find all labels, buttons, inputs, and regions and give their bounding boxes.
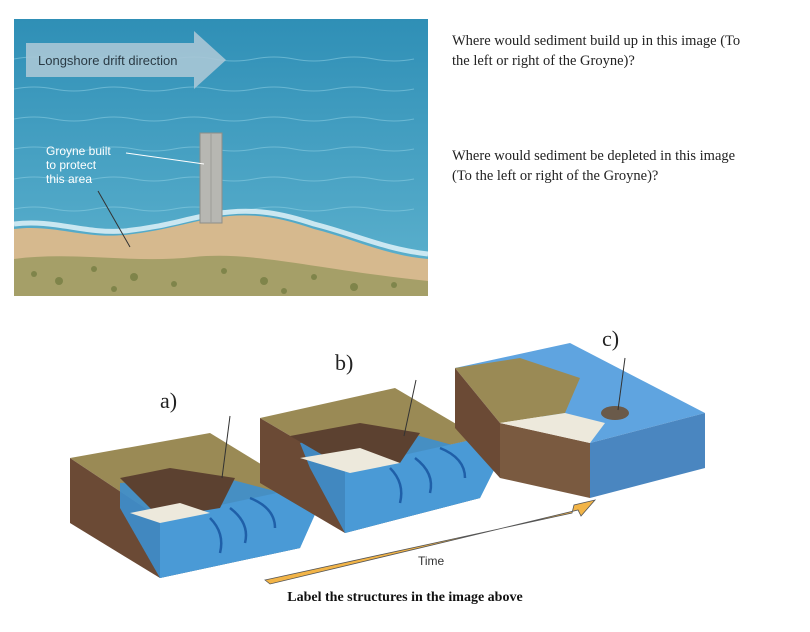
label-a: a) — [160, 388, 177, 413]
area-leader-line — [97, 190, 131, 248]
block-c — [455, 343, 705, 498]
question-1: Where would sediment build up in this im… — [452, 31, 782, 71]
stack-rock — [601, 406, 629, 420]
question-2-line: Where would sediment be depleted in this… — [452, 148, 736, 164]
label-c: c) — [602, 326, 619, 351]
pointer-a — [221, 415, 231, 479]
label-b: b) — [335, 350, 353, 375]
question-2-line: (To the left or right of the Groyne)? — [452, 168, 659, 184]
groyne-label-line: Groyne built — [46, 144, 111, 158]
groyne-leader-line — [125, 152, 205, 165]
time-arrow — [264, 499, 597, 585]
coastal-erosion-diagram: a) b) c) Time — [70, 326, 705, 585]
pointer-b — [403, 379, 417, 437]
groyne-diagram: Longshore drift direction Groyne built t… — [14, 19, 428, 296]
pointer-c — [617, 357, 626, 411]
question-1-line: the left or right of the Groyne)? — [452, 53, 635, 69]
vegetation — [14, 255, 428, 296]
groyne-label-line: to protect — [46, 158, 97, 172]
time-label: Time — [418, 554, 445, 568]
block-a — [70, 433, 320, 578]
arrow-label: Longshore drift direction — [38, 53, 177, 68]
block-b — [260, 388, 500, 533]
question-1-line: Where would sediment build up in this im… — [452, 33, 741, 49]
groyne — [199, 132, 223, 224]
groyne-label-line: this area — [46, 172, 92, 186]
groyne-label: Groyne built to protect this area — [46, 144, 111, 186]
vegetation-dots — [31, 266, 397, 294]
instruction-text: Label the structures in the image above — [287, 590, 523, 605]
longshore-drift-arrow — [26, 31, 226, 89]
question-2: Where would sediment be depleted in this… — [452, 146, 782, 186]
